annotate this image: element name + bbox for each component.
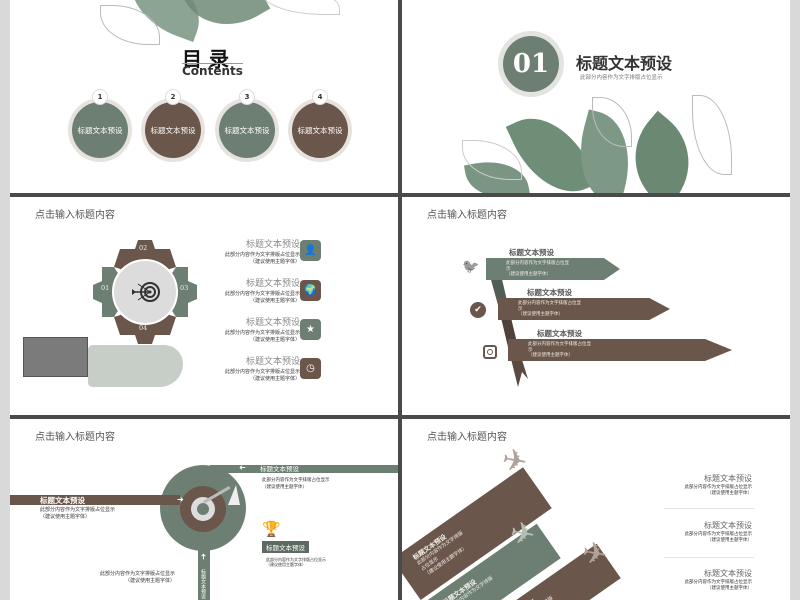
contents-title: 目 录	[182, 47, 229, 71]
star-icon: ★	[300, 319, 321, 340]
road-bottom	[198, 549, 210, 600]
toc-item-2[interactable]: 标题文本预设 2	[141, 89, 205, 162]
gear-label-04: 04	[139, 324, 148, 332]
divider	[664, 508, 754, 509]
gear-label-01: 01	[101, 284, 110, 292]
gear-item-4: 标题文本预设 此部分内容作为文字排版占位显示 （建议使用主题字体）	[224, 357, 300, 382]
toc-item-number: 1	[92, 89, 108, 105]
slide-gear[interactable]: 点击输入标题内容 02 01 03 04 标题文本预设 此部分内容作为文字排版占…	[10, 197, 398, 415]
slide-title[interactable]: 点击输入标题内容	[427, 210, 507, 221]
slide-section-01[interactable]: 01 标题文本预设 此部分内容作为文字排版占位显示	[402, 0, 790, 193]
slide-title[interactable]: 点击输入标题内容	[35, 432, 115, 443]
contents-subtitle: Contents	[182, 63, 243, 78]
ribbon-arrow-3: 此部分内容作为文字排版占位显 示 （建议使用主题字体）	[508, 339, 732, 361]
ribbon-title-1: 标题文本预设	[509, 248, 554, 257]
gear-item-2: 标题文本预设 此部分内容作为文字排版占位显示 （建议使用主题字体）	[224, 279, 300, 304]
toc-item-number: 4	[312, 89, 328, 105]
section-number: 01	[503, 36, 559, 92]
slide-plane-bands[interactable]: 点击输入标题内容 标题文本预设 此部分内容作为文字排版 占位显示 （建议使用主题…	[402, 419, 790, 600]
clock-icon: ◷	[300, 358, 321, 379]
bottom-road-desc: 此部分内容作为文字排版占位显示 （建议使用主题字体）	[100, 571, 176, 584]
divider	[664, 557, 754, 558]
slide-contents[interactable]: 目 录 Contents 标题文本预设 1 标题文本预设 2 标题文本预设 3 …	[10, 0, 398, 193]
toc-item-4[interactable]: 标题文本预设 4	[288, 89, 352, 162]
plane-item-2: 标题文本预设 此部分内容作为文字排版占位显示 （建议使用主题字体）	[684, 521, 753, 543]
toc-item-label: 标题文本预设	[292, 102, 348, 158]
leaf-sketch	[260, 0, 340, 15]
toc-item-label: 标题文本预设	[219, 102, 275, 158]
plane-item-3: 标题文本预设 此部分内容作为文字排版占位显示 （建议使用主题字体）	[684, 569, 753, 591]
gear-diagram	[93, 240, 197, 344]
target-arrow-icon	[132, 282, 160, 302]
slide-title[interactable]: 点击输入标题内容	[35, 210, 115, 221]
ribbon-title-2: 标题文本预设	[527, 288, 572, 297]
ribbon-title-3: 标题文本预设	[537, 329, 582, 338]
target-bullseye	[197, 503, 209, 515]
toc-item-1[interactable]: 标题文本预设 1	[68, 89, 132, 162]
toc-item-number: 2	[165, 89, 181, 105]
dart-flight	[228, 485, 240, 505]
bottom-road-title: 标题文本预设	[200, 569, 206, 599]
road-top	[210, 465, 398, 473]
section-description: 此部分内容作为文字排版占位显示	[580, 75, 663, 81]
trophy-icon: 🏆	[262, 520, 281, 538]
ribbon-arrow-1: 此部分内容作为文字排版占位显 示 （建议使用主题字体）	[486, 258, 620, 280]
plane-item-1: 标题文本预设 此部分内容作为文字排版占位显示 （建议使用主题字体）	[684, 474, 753, 496]
left-road-title: 标题文本预设	[40, 496, 85, 505]
hand-illustration	[88, 345, 183, 387]
toc-item-label: 标题文本预设	[72, 102, 128, 158]
toc-item-label: 标题文本预设	[145, 102, 201, 158]
toc-item-3[interactable]: 标题文本预设 3	[215, 89, 279, 162]
arrow-left-icon: ➜	[239, 463, 246, 472]
user-icon: 👤	[300, 240, 321, 261]
toc-item-number: 3	[239, 89, 255, 105]
instagram-icon	[483, 345, 497, 359]
arrow-up-icon: ➜	[198, 553, 208, 560]
gear-label-02: 02	[139, 244, 148, 252]
leaf-sketch	[692, 95, 732, 175]
slide-ribbon-arrows[interactable]: 点击输入标题内容 标题文本预设 此部分内容作为文字排版占位显 示 （建议使用主题…	[402, 197, 790, 415]
slide-title[interactable]: 点击输入标题内容	[427, 432, 507, 443]
road-left	[10, 495, 180, 505]
gear-label-03: 03	[180, 284, 189, 292]
ribbon-arrow-2: 此部分内容作为文字排版占位显 示 （建议使用主题字体）	[498, 298, 670, 320]
check-circle-icon: ✔	[470, 302, 486, 318]
slide-target-roads[interactable]: 点击输入标题内容 ➜ ➜ ➜ 标题文本预设 此部分内容作为文字排版占位显示 （建…	[10, 419, 398, 600]
gear-item-1: 标题文本预设 此部分内容作为文字排版占位显示 （建议使用主题字体）	[224, 240, 300, 265]
arrow-right-icon: ➜	[177, 495, 184, 504]
twitter-icon: 🐦	[462, 259, 480, 275]
section-heading: 标题文本预设	[576, 54, 673, 73]
top-road-title: 标题文本预设	[260, 465, 299, 473]
hand-sleeve	[23, 337, 88, 377]
trophy-title: 标题文本预设	[262, 541, 309, 553]
gear-item-3: 标题文本预设 此部分内容作为文字排版占位显示 （建议使用主题字体）	[224, 318, 300, 343]
globe-icon: 🌍	[300, 280, 321, 301]
top-road-desc: 此部分内容作为文字排版占位显示 （建议使用主题字体）	[262, 478, 330, 490]
left-road-desc: 此部分内容作为文字排版占位显示 （建议使用主题字体）	[40, 507, 116, 520]
trophy-desc: 此部分内容作为文字排版占位显示 （建议使用主题字体）	[266, 557, 326, 567]
